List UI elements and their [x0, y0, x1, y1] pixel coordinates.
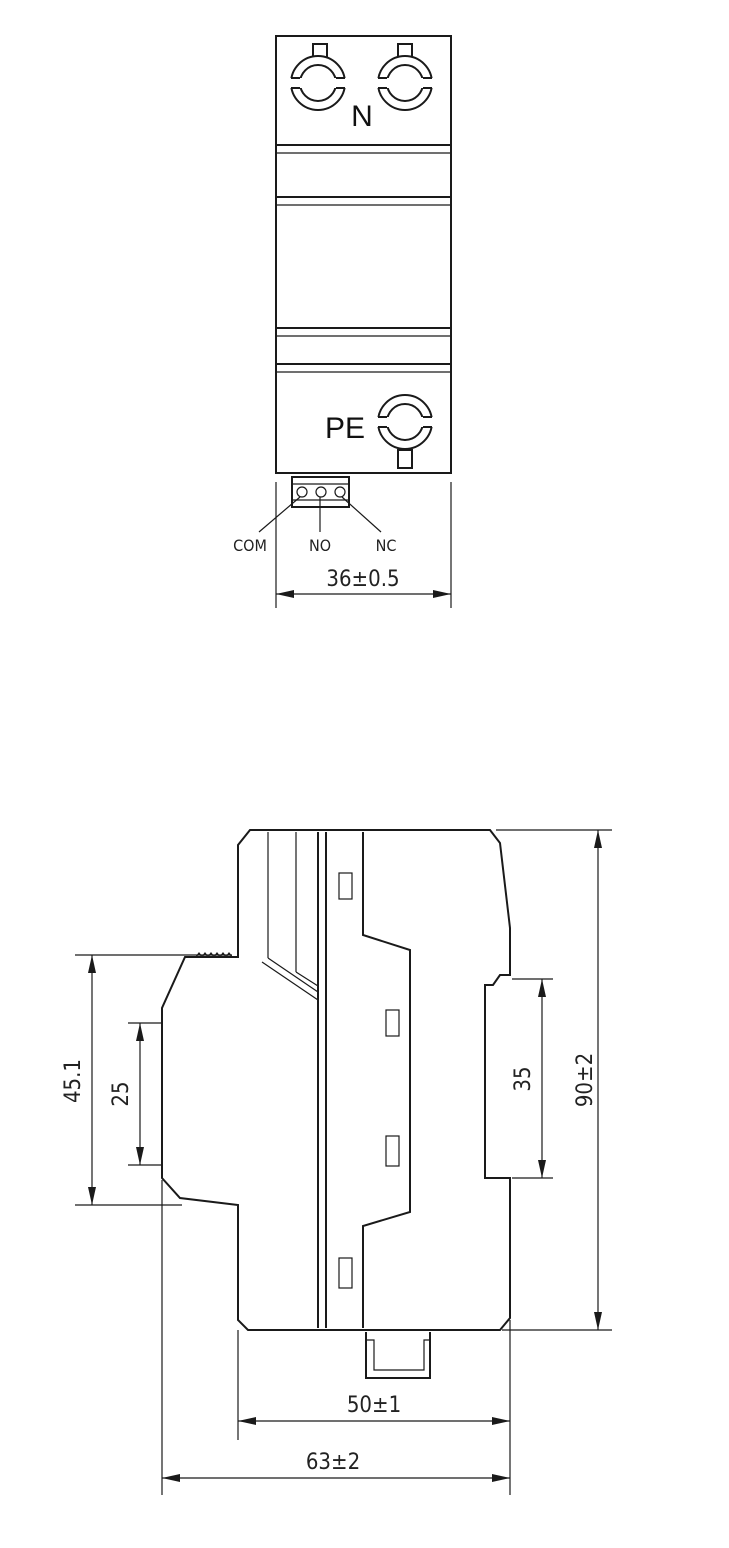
side-view: 45.1 25 35 90±2: [61, 829, 612, 1495]
dim-rail-label: 35: [511, 1066, 536, 1091]
dim-depth-body: [237, 1320, 511, 1495]
window-1: [338, 872, 353, 900]
dim-left-inner: [128, 1022, 162, 1166]
window-4: [338, 1257, 353, 1289]
width-dimension: [275, 482, 452, 608]
dim-rail: [512, 978, 553, 1179]
front-view: N PE COM NO NC: [233, 35, 452, 608]
terminal-label-n: N: [351, 100, 373, 133]
bottom-terminal: [377, 394, 435, 469]
dim-height: [496, 829, 612, 1331]
dim-height-label: 90±2: [573, 1053, 598, 1107]
window-3: [385, 1135, 400, 1167]
window-2: [385, 1009, 400, 1037]
width-dimension-label: 36±0.5: [326, 567, 399, 592]
dim-depth-body-label: 50±1: [347, 1393, 401, 1418]
contact-label-no: NO: [309, 536, 331, 555]
side-housing: [161, 829, 511, 1331]
remote-contact-connector: [258, 476, 382, 533]
din-clip: [365, 1332, 431, 1379]
dim-depth-total-label: 63±2: [306, 1450, 360, 1475]
dim-depth-total: [161, 1180, 510, 1495]
top-terminal-right: [377, 43, 435, 111]
dim-left-outer: [75, 954, 232, 1206]
top-terminal-left: [290, 43, 348, 111]
contact-label-com: COM: [233, 536, 267, 555]
contact-label-nc: NC: [376, 536, 397, 555]
terminal-label-pe: PE: [325, 412, 365, 445]
dim-left-inner-label: 25: [109, 1081, 134, 1106]
dim-left-outer-label: 45.1: [61, 1059, 86, 1103]
